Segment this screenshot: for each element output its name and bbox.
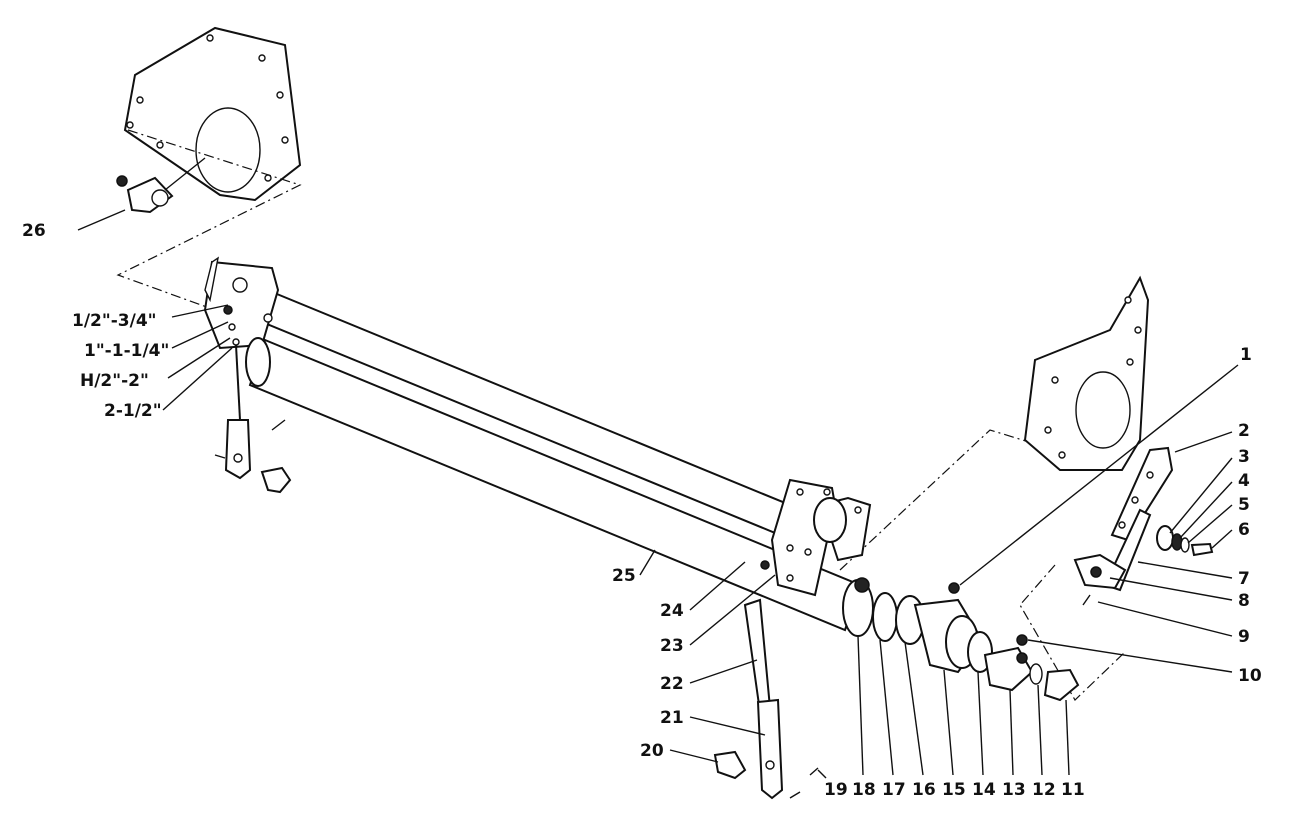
label-25: 25 xyxy=(612,566,636,586)
label-10: 10 xyxy=(1238,666,1262,686)
label-23: 23 xyxy=(660,636,684,656)
label-11: 11 xyxy=(1061,780,1085,800)
label-16: 16 xyxy=(912,780,936,800)
label-height-2: 1"-1-1/4" xyxy=(84,341,169,361)
bearing-stack xyxy=(842,577,1080,702)
label-height-1: 1/2"-3/4" xyxy=(72,311,157,331)
label-13: 13 xyxy=(1002,780,1026,800)
part-labels: 26 1/2"-3/4" 1"-1-1/4" H/2"-2" 2-1/2" 1 … xyxy=(22,221,1262,800)
label-14: 14 xyxy=(972,780,996,800)
label-17: 17 xyxy=(882,780,906,800)
right-side-plate xyxy=(1023,275,1150,471)
roller-tube xyxy=(245,337,862,632)
label-7: 7 xyxy=(1238,569,1250,589)
label-20: 20 xyxy=(640,741,664,761)
left-bracket-plate xyxy=(203,256,280,350)
part-26-clevis xyxy=(116,157,206,214)
left-adjusting-rod xyxy=(214,344,292,494)
label-9: 9 xyxy=(1238,627,1250,647)
lower-adjusting-rod xyxy=(713,560,819,800)
label-19: 19 xyxy=(824,780,848,800)
label-1: 1 xyxy=(1240,345,1252,365)
left-side-plate xyxy=(123,26,302,202)
label-21: 21 xyxy=(660,708,684,728)
leader-lines xyxy=(77,209,1239,779)
label-18: 18 xyxy=(852,780,876,800)
alignment-lines xyxy=(116,129,1126,701)
right-bracket-plate xyxy=(770,478,872,597)
label-15: 15 xyxy=(942,780,966,800)
label-24: 24 xyxy=(660,601,684,621)
label-12: 12 xyxy=(1032,780,1056,800)
label-26: 26 xyxy=(22,221,46,241)
label-22: 22 xyxy=(660,674,684,694)
label-4: 4 xyxy=(1238,471,1250,491)
label-6: 6 xyxy=(1238,520,1250,540)
label-3: 3 xyxy=(1238,447,1250,467)
label-height-3: H/2"-2" xyxy=(80,371,149,391)
label-8: 8 xyxy=(1238,591,1250,611)
label-5: 5 xyxy=(1238,495,1250,515)
linkage-arm-parts xyxy=(1073,446,1214,606)
label-2: 2 xyxy=(1238,421,1250,441)
label-height-4: 2-1/2" xyxy=(104,401,162,421)
